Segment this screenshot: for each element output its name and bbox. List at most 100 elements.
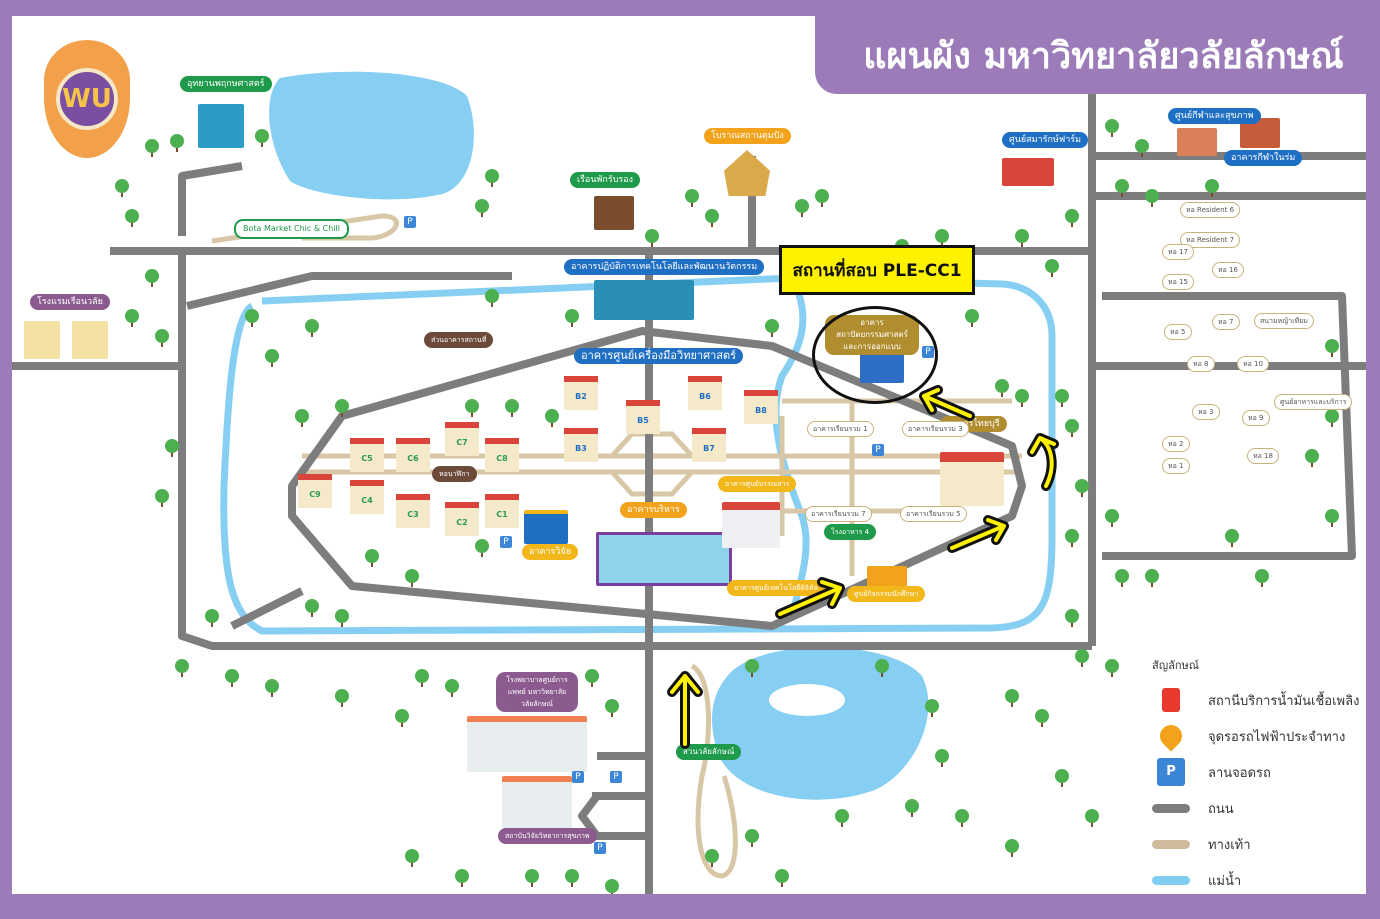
tree-icon <box>1075 649 1089 663</box>
tree-trunk <box>1041 721 1043 727</box>
building-c5: C5 <box>350 438 384 472</box>
tree-trunk <box>261 141 263 147</box>
parking-icon: P <box>594 842 606 854</box>
dorm-label[interactable]: หอ 15 <box>1162 274 1194 290</box>
dorm-label[interactable]: หอ 9 <box>1242 410 1270 426</box>
dorm-label[interactable]: หอ Resident 7 <box>1180 232 1241 248</box>
tree-trunk <box>271 361 273 367</box>
tree-icon <box>485 289 499 303</box>
science-center-label[interactable]: อาคารศูนย์เครื่องมือวิทยาศาสตร์ <box>574 348 744 364</box>
indoor-sports-label[interactable]: อาคารกีฬาในร่ม <box>1224 150 1303 166</box>
tree-icon <box>175 659 189 673</box>
tree-icon <box>815 189 829 203</box>
legend-item-road: ถนน <box>1152 790 1362 826</box>
clock-tower-label[interactable]: หอนาฬิกา <box>432 466 477 482</box>
facilities-label[interactable]: ส่วนอาคารสถานที่ <box>424 332 494 348</box>
lecture-7-label[interactable]: อาคารเรียนรวม 7 <box>805 506 872 522</box>
building-c7: C7 <box>445 422 479 456</box>
botanic-label[interactable]: อุทยานพฤกษศาสตร์ <box>180 76 272 92</box>
tree-trunk <box>571 321 573 327</box>
tree-icon <box>255 129 269 143</box>
tree-icon <box>1015 229 1029 243</box>
admin-label[interactable]: อาคารบริหาร <box>620 502 687 518</box>
library-label[interactable]: อาคารศูนย์บรรณสาร <box>718 476 797 492</box>
building-b6: B6 <box>688 376 722 410</box>
tree-icon <box>1325 339 1339 353</box>
tree-icon <box>1005 689 1019 703</box>
dorm-label[interactable]: หอ 18 <box>1247 448 1279 464</box>
tree-trunk <box>411 581 413 587</box>
dorm-label[interactable]: หอ 7 <box>1212 314 1240 330</box>
thaiburi-building <box>940 452 1004 506</box>
building-b8: B8 <box>744 390 778 424</box>
dorm-label[interactable]: หอ 2 <box>1162 436 1190 452</box>
tree-trunk <box>171 451 173 457</box>
tree-icon <box>1325 409 1339 423</box>
lecture-5-label[interactable]: อาคารเรียนรวม 5 <box>900 506 967 522</box>
tree-icon <box>645 229 659 243</box>
tree-trunk <box>411 861 413 867</box>
cafeteria-center-label[interactable]: ศูนย์อาหารและบริการ <box>1274 394 1353 410</box>
tree-icon <box>565 309 579 323</box>
student-center-label[interactable]: ศูนย์กิจกรรมนักศึกษา <box>847 586 926 602</box>
dorm-label[interactable]: หอ 16 <box>1212 262 1244 278</box>
tree-trunk <box>1061 401 1063 407</box>
tree-icon <box>415 669 429 683</box>
botanic-building <box>198 104 244 148</box>
arrow-up-icon <box>667 671 703 749</box>
tree-icon <box>465 399 479 413</box>
hotel-label[interactable]: โรงแรมเรือนวลัย <box>30 294 110 310</box>
tree-trunk <box>1331 521 1333 527</box>
stadium-label[interactable]: สนามหญ้าเทียม <box>1254 313 1314 329</box>
tree-trunk <box>1261 581 1263 587</box>
guest-house-label[interactable]: เรือนพักรับรอง <box>570 172 641 188</box>
lecture-3-label[interactable]: อาคารเรียนรวม 3 <box>902 421 969 437</box>
tree-trunk <box>341 701 343 707</box>
building-c3: C3 <box>396 494 430 528</box>
north-lake <box>269 71 474 200</box>
tree-trunk <box>1081 661 1083 667</box>
tree-trunk <box>1311 461 1313 467</box>
dorm-label[interactable]: หอ 8 <box>1187 356 1215 372</box>
tree-trunk <box>161 501 163 507</box>
dorm-label[interactable]: หอ 5 <box>1164 324 1192 340</box>
tree-icon <box>995 379 1009 393</box>
park-label[interactable]: สวนวลัยลักษณ์ <box>676 744 742 760</box>
tree-icon <box>475 199 489 213</box>
lecture-1-label[interactable]: อาคารเรียนรวม 1 <box>807 421 874 437</box>
dorm-label[interactable]: หอ 1 <box>1162 458 1190 474</box>
it-center-label[interactable]: อาคารศูนย์เทคโนโลยีดิจิทัล <box>727 580 825 596</box>
tree-icon <box>765 319 779 333</box>
dorm-label[interactable]: หอ 17 <box>1162 244 1194 260</box>
dorm-label[interactable]: หอ 3 <box>1192 404 1220 420</box>
tree-trunk <box>551 421 553 427</box>
tree-trunk <box>231 681 233 687</box>
parking-icon: P <box>1152 758 1190 786</box>
tree-trunk <box>271 691 273 697</box>
tree-icon <box>125 309 139 323</box>
tree-icon <box>1255 569 1269 583</box>
research-label[interactable]: อาคารวิจัย <box>522 544 578 560</box>
tree-trunk <box>611 711 613 717</box>
tree-trunk <box>1151 581 1153 587</box>
tree-trunk <box>311 331 313 337</box>
tree-icon <box>165 439 179 453</box>
cafeteria4-label[interactable]: โรงอาหาร 4 <box>824 524 877 540</box>
tech-building-label[interactable]: อาคารปฏิบัติการเทคโนโลยีและพัฒนานวัตกรรม <box>564 259 765 275</box>
health-institute-label[interactable]: สถาบันวิจัยวิทยาการสุขภาพ <box>498 828 597 844</box>
building-c9: C9 <box>298 474 332 508</box>
tree-trunk <box>591 681 593 687</box>
ancient-site-label[interactable]: โบราณสถานตุมปัง <box>704 128 791 144</box>
tree-icon <box>925 699 939 713</box>
hospital-label[interactable]: โรงพยาบาลศูนย์การแพทย์ มหาวิทยาลัยวลัยลั… <box>496 672 578 712</box>
tree-trunk <box>841 821 843 827</box>
dorm-label[interactable]: หอ 10 <box>1237 356 1269 372</box>
bota-market-label[interactable]: Bota Market Chic & Chill <box>234 219 349 239</box>
tree-icon <box>170 134 184 148</box>
farm-label[interactable]: ศูนย์สมารักษ์ฟาร์ม <box>1002 132 1089 148</box>
tree-trunk <box>1071 621 1073 627</box>
sports-center-label[interactable]: ศูนย์กีฬาและสุขภาพ <box>1168 108 1261 124</box>
arrow-right-icon <box>775 577 845 619</box>
tree-icon <box>565 869 579 883</box>
dorm-label[interactable]: หอ Resident 6 <box>1180 202 1241 218</box>
